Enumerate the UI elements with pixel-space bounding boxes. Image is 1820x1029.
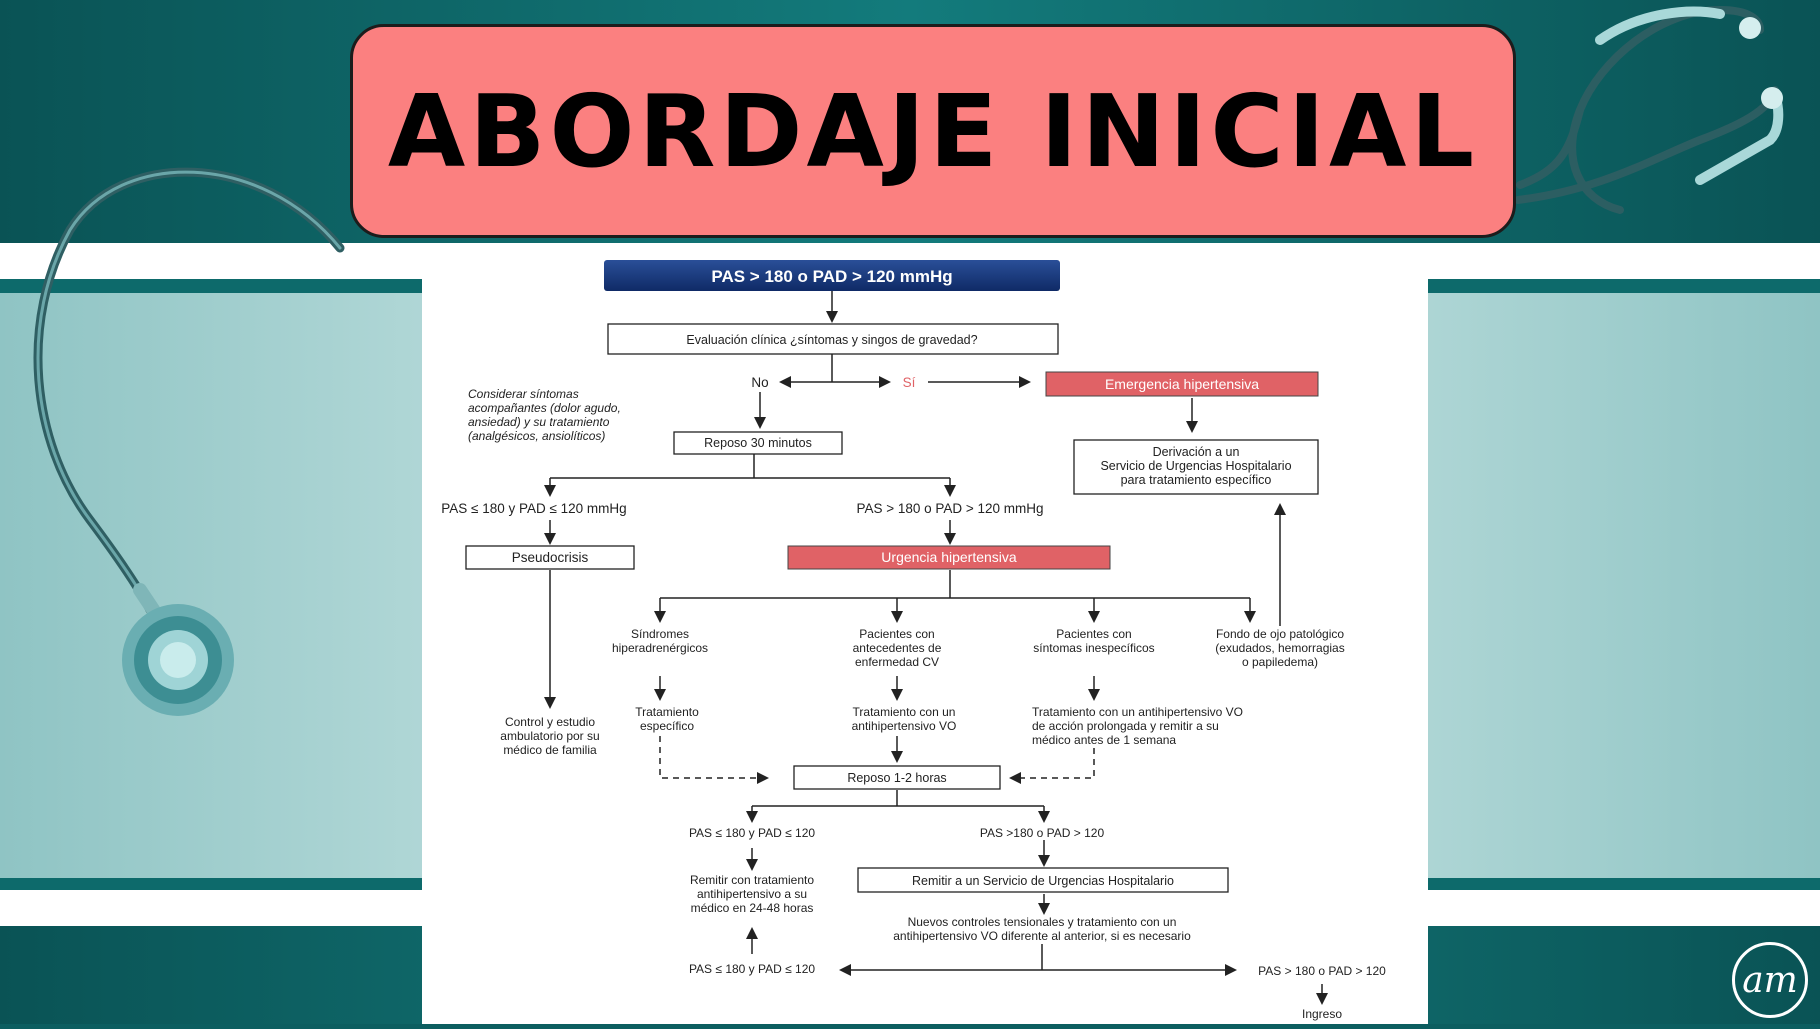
slide-title: ABORDAJE INICIAL [387, 72, 1479, 190]
pas-menor-label: PAS ≤ 180 y PAD ≤ 120 mmHg [441, 501, 626, 516]
svg-text:Control y estudio: Control y estudio [505, 715, 595, 729]
nuevos-controles-text: Nuevos controles tensionales y tratamien… [893, 915, 1191, 943]
evaluacion-text: Evaluación clínica ¿síntomas y singos de… [686, 333, 977, 347]
pseudocrisis-box [465, 545, 635, 570]
svg-text:enfermedad CV: enfermedad CV [855, 655, 939, 669]
svg-text:médico de familia: médico de familia [503, 743, 597, 757]
svg-text:específico: específico [640, 719, 694, 733]
si-label: Sí [903, 375, 916, 390]
pas-gt-120-label: PAS >180 o PAD > 120 [980, 826, 1105, 840]
pas-mayor-label: PAS > 180 o PAD > 120 mmHg [856, 501, 1043, 516]
brand-logo: am [1732, 942, 1808, 1018]
svg-text:antihipertensivo VO: antihipertensivo VO [852, 719, 957, 733]
urgencia-box [787, 545, 1111, 570]
svg-text:médico en 24-48 horas: médico en 24-48 horas [691, 901, 814, 915]
header-box [604, 260, 1060, 291]
ingreso-text: Ingreso [1302, 1007, 1342, 1021]
svg-text:Servicio de Urgencias Hospital: Servicio de Urgencias Hospitalario [1100, 459, 1291, 473]
svg-text:antihipertensivo a su: antihipertensivo a su [697, 887, 807, 901]
svg-text:antihipertensivo VO diferente: antihipertensivo VO diferente al anterio… [893, 929, 1191, 943]
remitir-servicio-text: Remitir a un Servicio de Urgencias Hospi… [912, 874, 1174, 888]
pas-le-120-bottom-label: PAS ≤ 180 y PAD ≤ 120 [689, 962, 815, 976]
reposo30-text: Reposo 30 minutos [704, 436, 812, 450]
svg-text:Nuevos controles tensionales y: Nuevos controles tensionales y tratamien… [908, 915, 1177, 929]
derivacion-box [1073, 439, 1319, 495]
pacientes-sintomas-text: Pacientes con síntomas inespecíficos [1033, 627, 1154, 655]
svg-text:o papiledema): o papiledema) [1242, 655, 1318, 669]
header-text: PAS > 180 o PAD > 120 mmHg [711, 267, 952, 286]
svg-text:ambulatorio por su: ambulatorio por su [500, 729, 599, 743]
logo-text: am [1742, 959, 1798, 1001]
svg-text:acompañantes (dolor agudo,: acompañantes (dolor agudo, [468, 401, 621, 415]
svg-text:(exudados, hemorragias: (exudados, hemorragias [1215, 641, 1344, 655]
svg-text:Derivación a un: Derivación a un [1153, 445, 1240, 459]
reposo12-box [793, 765, 1001, 790]
no-label: No [751, 375, 768, 390]
pacientes-cv-text: Pacientes con antecedentes de enfermedad… [853, 627, 942, 669]
svg-text:Considerar síntomas: Considerar síntomas [468, 387, 579, 401]
urgencia-text: Urgencia hipertensiva [881, 549, 1017, 565]
svg-text:Síndromes: Síndromes [631, 627, 689, 641]
svg-text:Tratamiento con un antihiperte: Tratamiento con un antihipertensivo VO [1032, 705, 1243, 719]
remitir-tratamiento-text: Remitir con tratamiento antihipertensivo… [690, 873, 814, 915]
flowchart-diagram: PAS > 180 o PAD > 120 mmHg Evaluación cl… [441, 260, 1386, 1021]
emergencia-text: Emergencia hipertensiva [1105, 376, 1259, 392]
tratamiento-un-text: Tratamiento con un antihipertensivo VO [852, 705, 957, 733]
svg-text:Pacientes con: Pacientes con [1056, 627, 1131, 641]
svg-text:(analgésicos, ansiolíticos): (analgésicos, ansiolíticos) [468, 429, 605, 443]
control-text: Control y estudio ambulatorio por su méd… [500, 715, 599, 757]
pas-gt-120-bottom-label: PAS > 180 o PAD > 120 [1258, 964, 1386, 978]
pas-le-120-label: PAS ≤ 180 y PAD ≤ 120 [689, 826, 815, 840]
svg-text:Tratamiento: Tratamiento [635, 705, 699, 719]
svg-text:de acción prolongada y remitir: de acción prolongada y remitir a su [1032, 719, 1219, 733]
svg-text:antecedentes de: antecedentes de [853, 641, 942, 655]
svg-text:Fondo de ojo patológico: Fondo de ojo patológico [1216, 627, 1344, 641]
svg-text:para tratamiento específico: para tratamiento específico [1121, 473, 1272, 487]
reposo30-box [673, 431, 843, 455]
svg-text:Pacientes con: Pacientes con [859, 627, 934, 641]
svg-text:hiperadrenérgicos: hiperadrenérgicos [612, 641, 708, 655]
reposo12-text: Reposo 1-2 horas [847, 771, 946, 785]
emergencia-box [1045, 371, 1319, 397]
tratamiento-especifico-text: Tratamiento específico [635, 705, 699, 733]
evaluacion-box [607, 323, 1059, 355]
sindromes-text: Síndromes hiperadrenérgicos [612, 627, 708, 655]
flowchart-panel: PAS > 180 o PAD > 120 mmHg Evaluación cl… [422, 258, 1428, 1024]
remitir-servicio-box [857, 867, 1229, 893]
svg-text:médico antes de 1 semana: médico antes de 1 semana [1032, 733, 1176, 747]
pseudocrisis-text: Pseudocrisis [512, 550, 589, 565]
svg-text:Tratamiento con un: Tratamiento con un [853, 705, 956, 719]
considerar-note: Considerar síntomas acompañantes (dolor … [468, 387, 621, 443]
svg-text:ansiedad) y su tratamiento: ansiedad) y su tratamiento [468, 415, 610, 429]
title-banner: ABORDAJE INICIAL [350, 24, 1516, 238]
tratamiento-prolongado-text: Tratamiento con un antihipertensivo VO d… [1032, 705, 1243, 747]
svg-text:síntomas inespecíficos: síntomas inespecíficos [1033, 641, 1154, 655]
derivacion-text: Derivación a un Servicio de Urgencias Ho… [1100, 445, 1291, 487]
svg-text:Remitir con tratamiento: Remitir con tratamiento [690, 873, 814, 887]
fondo-ojo-text: Fondo de ojo patológico (exudados, hemor… [1215, 627, 1344, 669]
